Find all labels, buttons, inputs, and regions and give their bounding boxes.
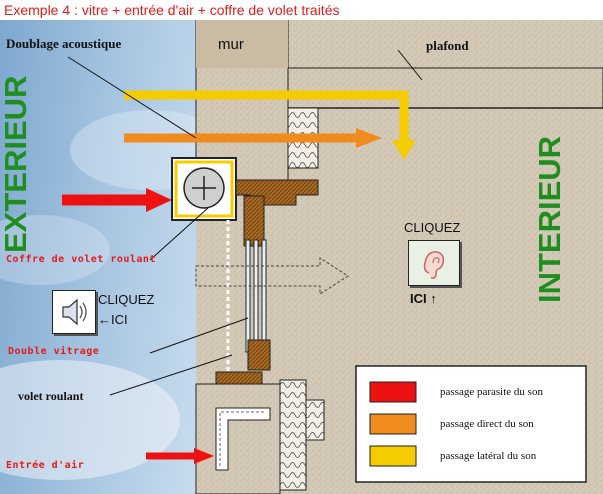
legend-swatch-yellow (369, 445, 417, 467)
speaker-icon (62, 298, 87, 326)
ear-icon (423, 251, 445, 279)
up-arrow-icon: ↑ (430, 291, 437, 306)
click-left-label[interactable]: CLIQUEZ (98, 292, 155, 307)
ear-button[interactable] (408, 240, 460, 286)
click-left-ici-text: ICI (111, 312, 128, 327)
legend-item-lateral: passage latéral du son (440, 450, 537, 462)
left-arrow-icon: ← (98, 312, 111, 327)
title-bar: Exemple 4 : vitre + entrée d'air + coffr… (0, 0, 603, 20)
label-coffre: Coffre de volet roulant (6, 254, 156, 265)
mur-hatch (196, 20, 288, 68)
click-left-ici[interactable]: ←ICI (98, 312, 128, 327)
diagram-scene (0, 20, 603, 494)
speaker-button[interactable] (52, 290, 96, 334)
glass-dashed-arrow (195, 257, 349, 295)
legend-item-parasite: passage parasite du son (440, 386, 543, 398)
legend-swatch-orange (369, 413, 417, 435)
window-frame-bottom (247, 339, 271, 371)
label-entree-air: Entrée d'air (6, 460, 85, 471)
label-interieur: INTERIEUR (532, 135, 567, 303)
click-right-ici[interactable]: ICI ↑ (410, 291, 437, 306)
page-title: Exemple 4 : vitre + entrée d'air + coffr… (4, 2, 340, 18)
click-right-label[interactable]: CLIQUEZ (404, 220, 461, 235)
glazing (245, 239, 251, 353)
legend-swatch-red (369, 381, 417, 403)
air-inlet-duct (215, 407, 271, 471)
label-plafond: plafond (426, 38, 469, 53)
label-mur: mur (218, 36, 244, 53)
label-volet: volet roulant (18, 389, 84, 403)
wall-lower (195, 383, 281, 494)
click-right-ici-text: ICI (410, 291, 427, 306)
lateral-sound-arrow (124, 90, 409, 140)
label-doublage: Doublage acoustique (6, 36, 122, 51)
label-double-vitrage: Double vitrage (8, 346, 100, 357)
legend-item-direct: passage direct du son (440, 418, 534, 430)
label-exterieur: EXTERIEUR (0, 75, 33, 253)
